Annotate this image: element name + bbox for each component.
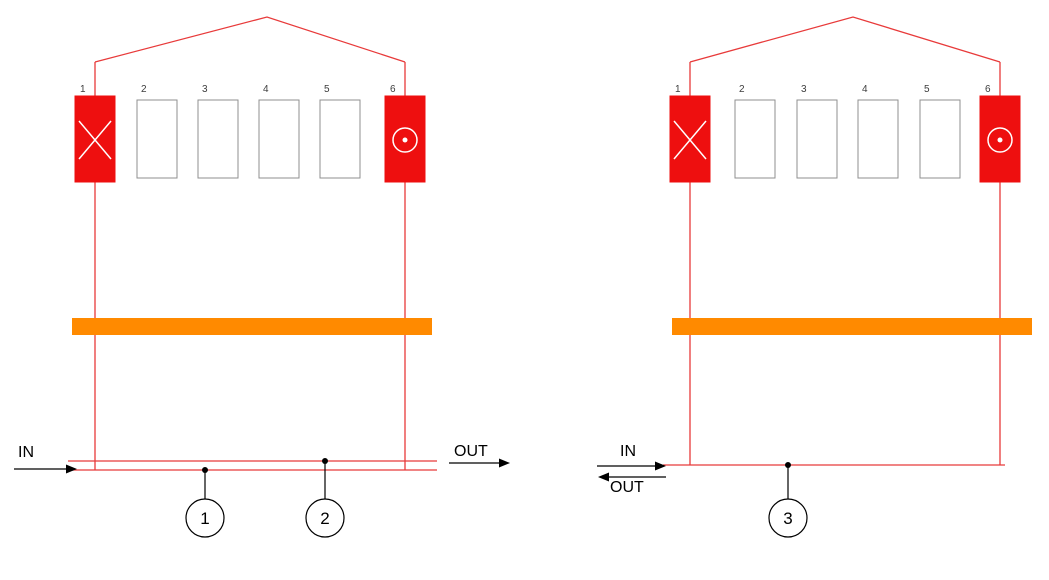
unit-number: 1 xyxy=(675,84,681,95)
unit-number: 5 xyxy=(324,84,330,95)
unit-number: 5 xyxy=(924,84,930,95)
unit-number: 4 xyxy=(263,84,269,95)
out-label: OUT xyxy=(454,443,488,460)
roof-line xyxy=(689,16,1001,63)
cross-icon xyxy=(78,120,112,160)
unit-rect xyxy=(734,99,776,179)
measure-point: 1 xyxy=(185,467,225,538)
unit-number: 2 xyxy=(141,84,147,95)
out-label: OUT xyxy=(610,479,644,496)
measure-point-circle xyxy=(305,498,345,538)
unit-rect xyxy=(136,99,178,179)
circle-dot-icon xyxy=(392,127,418,153)
floor-bar xyxy=(672,318,1032,335)
unit-rect xyxy=(319,99,361,179)
measure-point-circle xyxy=(768,498,808,538)
cross-icon xyxy=(673,120,707,160)
out-flow-arrow-icon xyxy=(598,472,666,482)
circle-dot-icon xyxy=(987,127,1013,153)
in-flow-arrow-icon xyxy=(14,464,77,474)
unit-rect xyxy=(197,99,239,179)
unit-number: 6 xyxy=(985,84,991,95)
in-flow-arrow-icon xyxy=(597,461,666,471)
roof-line xyxy=(94,16,406,63)
unit-number: 1 xyxy=(80,84,86,95)
unit-rect xyxy=(857,99,899,179)
unit-rect xyxy=(796,99,838,179)
measure-point: 2 xyxy=(305,458,345,538)
measure-point: 3 xyxy=(768,462,808,538)
measure-point-number: 1 xyxy=(200,509,209,528)
in-label: IN xyxy=(620,443,636,460)
unit-rect xyxy=(258,99,300,179)
unit-number: 2 xyxy=(739,84,745,95)
measure-point-number: 3 xyxy=(783,509,792,528)
in-label: IN xyxy=(18,444,34,461)
unit-number: 3 xyxy=(801,84,807,95)
out-flow-arrow-icon xyxy=(449,458,510,468)
measure-point-number: 2 xyxy=(320,509,329,528)
left-system-diagram: 1 2 3 4 5 6 xyxy=(14,16,510,538)
unit-number: 4 xyxy=(862,84,868,95)
unit-number: 6 xyxy=(390,84,396,95)
floor-bar xyxy=(72,318,432,335)
unit-rect xyxy=(919,99,961,179)
measure-point-circle xyxy=(185,498,225,538)
right-system-diagram: 1 2 3 4 5 6 xyxy=(597,16,1032,538)
unit-number: 3 xyxy=(202,84,208,95)
